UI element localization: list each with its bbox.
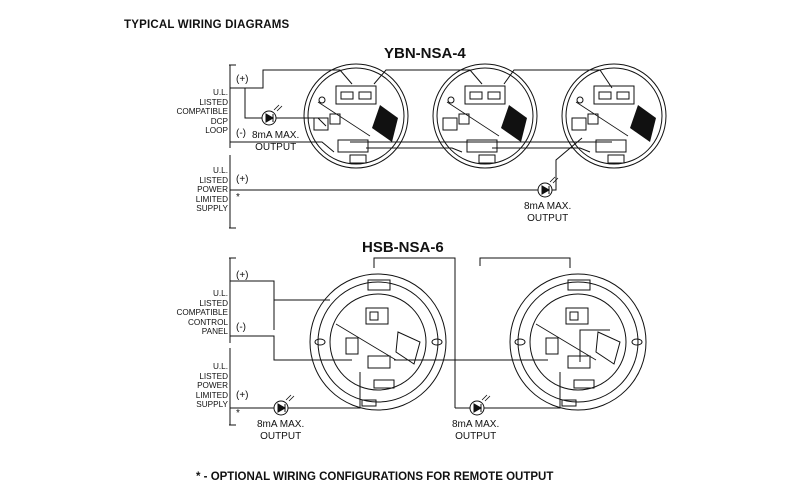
footnote: * - OPTIONAL WIRING CONFIGURATIONS FOR R… [196,471,554,483]
led-icon [273,394,295,416]
dcp-loop-bracket [229,64,236,148]
detector-base-2 [432,63,538,169]
power-supply-bracket-bottom [229,348,236,426]
output-label-right: 8mA MAX. OUTPUT [452,419,500,442]
model-label-bottom: HSB-NSA-6 [362,239,444,256]
bottom-plus-wire [230,257,571,408]
led-icon [469,394,491,416]
sounder-base-2 [509,273,647,411]
plus-terminal-label: (+) [236,74,249,85]
power-supply-label-top: U.L. LISTED POWER LIMITED SUPPLY [195,166,228,214]
led-icon [261,104,283,126]
top-plus-loop-wire [230,69,613,127]
bottom-power-wire [230,372,561,409]
led-icon [537,176,559,198]
diagram-title: TYPICAL WIRING DIAGRAMS [124,19,290,31]
power-supply-label-bottom: U.L. LISTED POWER LIMITED SUPPLY [195,362,228,410]
minus-terminal-label: (-) [236,322,246,333]
output-label-remote: 8mA MAX. OUTPUT [524,201,572,224]
control-panel-label: U.L. LISTED COMPATIBLE CONTROL PANEL [176,289,228,337]
control-panel-bracket [229,257,236,343]
model-label-top: YBN-NSA-4 [384,45,466,62]
detector-base-1 [303,63,409,169]
output-label-left: 8mA MAX. OUTPUT [257,419,305,442]
optional-star: * [236,192,240,203]
minus-terminal-label: (-) [236,128,246,139]
detector-base-3 [561,63,667,169]
power-supply-bracket-top [229,155,236,229]
top-power-wire [230,137,583,191]
optional-star: * [236,408,240,419]
output-label-inline: 8mA MAX. OUTPUT [252,130,300,153]
dcp-loop-label: U.L. LISTED COMPATIBLE DCP LOOP [176,88,228,136]
bottom-minus-wire [230,329,610,362]
plus-terminal-label: (+) [236,270,249,281]
plus-terminal-label: (+) [236,174,249,185]
sounder-base-1 [309,273,447,411]
plus-terminal-label: (+) [236,390,249,401]
